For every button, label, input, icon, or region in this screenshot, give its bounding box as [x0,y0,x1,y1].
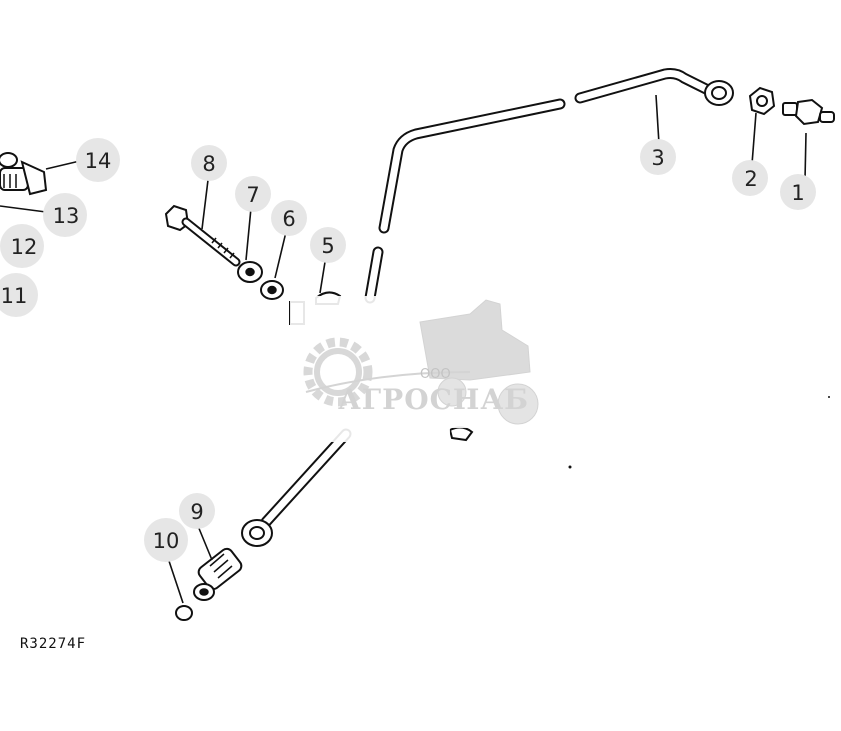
part-2-nut [748,86,776,116]
callout-13-label: 13 [53,204,80,228]
callout-12-label: 12 [11,235,38,259]
callout-8-label: 8 [202,152,215,176]
stray-mark [568,465,572,469]
callout-5-label: 5 [321,234,334,258]
part-7-washer [237,261,263,283]
callout-2-label: 2 [744,167,757,191]
callout-1-label: 1 [791,181,804,205]
watermark-brand: АГРОСНАБ [338,383,529,416]
callout-14: 14 [76,138,120,182]
callout-11-label: 11 [1,284,28,308]
part-9-fitting [193,547,243,601]
part-10-o-ring [175,605,193,621]
callout-14-label: 14 [85,149,112,173]
pipe-assembly-middle [364,246,384,304]
watermark-gear-icon [303,337,373,407]
callout-10-label: 10 [153,529,180,553]
callout-8: 8 [191,145,227,181]
callout-3-label: 3 [651,146,664,170]
callout-9: 9 [179,493,215,529]
callout-6: 6 [271,200,307,236]
callout-1: 1 [780,174,816,210]
callout-11: 11 [0,273,38,317]
callout-12: 12 [0,224,44,268]
callout-7-label: 7 [246,183,259,207]
reference-code: R32274F [20,636,86,652]
callout-10: 10 [144,518,188,562]
part-1-fitting [782,98,835,126]
part-8-bolt [164,204,241,267]
callout-3: 3 [640,139,676,175]
occluded-fitting [448,426,474,442]
watermark-prefix: ООО [420,367,451,382]
part-6-washer [260,280,284,300]
pipe-assembly-upper [378,68,734,234]
callout-6-label: 6 [282,207,295,231]
callout-5: 5 [310,227,346,263]
part-13-14-elbow [0,152,48,196]
callout-7: 7 [235,176,271,212]
callout-13: 13 [43,193,87,237]
pipe-assembly-lower [241,428,352,547]
watermark-combine-icon [419,299,539,425]
watermark: ООО АГРОСНАБ [290,296,539,442]
callout-2: 2 [732,160,768,196]
leader-lines [0,94,807,604]
stray-mark [828,396,830,398]
callout-9-label: 9 [190,500,203,524]
